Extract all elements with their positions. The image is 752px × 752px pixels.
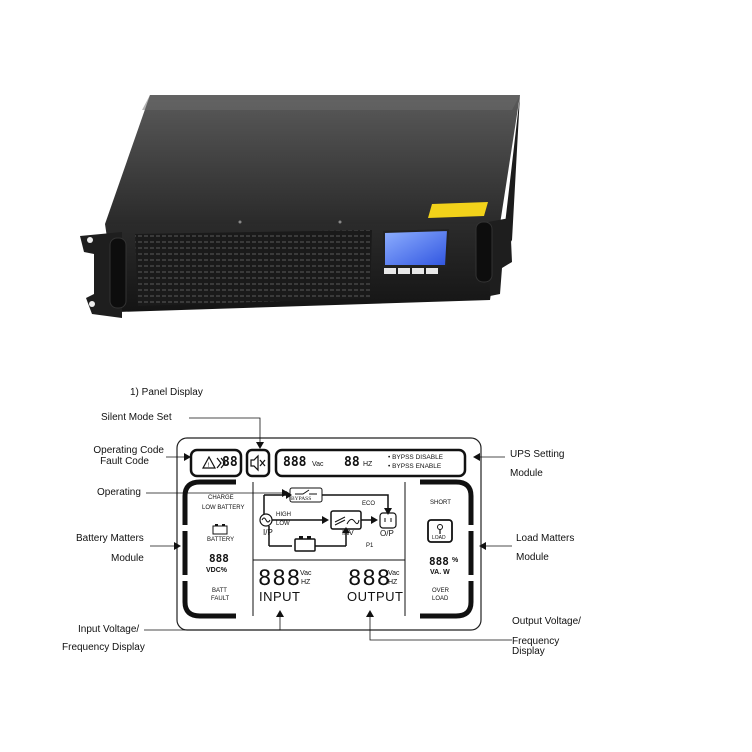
over-load-label: LOAD — [432, 596, 448, 603]
battery-flow-icon — [295, 539, 315, 551]
label-output-vf-1: Output Voltage/ — [512, 616, 581, 628]
label-battery-module: Module — [111, 553, 144, 565]
bypass-enable: • BYPSS ENABLE — [388, 463, 441, 470]
high-label: HIGH — [276, 512, 291, 519]
label-output-vf-3: Display — [512, 646, 545, 658]
inverter-box — [331, 511, 361, 529]
hz-digits: 88 — [344, 455, 360, 470]
inv-label: INV — [342, 530, 354, 537]
battery-icon — [213, 526, 227, 534]
charge-label: CHARGE — [208, 495, 234, 502]
eco-label: ECO — [362, 501, 375, 508]
batt-label: BATT — [212, 588, 227, 595]
load-digits: 888 — [429, 555, 449, 568]
battery-label: BATTERY — [207, 537, 234, 544]
bypass-label: BYPASS — [291, 496, 311, 503]
fault-label: FAULT — [211, 596, 229, 603]
hz-unit: HZ — [363, 461, 372, 468]
input-vac: Vac — [300, 570, 312, 577]
vdc-unit: VDC% — [206, 567, 227, 574]
op-label: O/P — [380, 530, 394, 537]
short-label: SHORT — [430, 500, 451, 507]
label-input-vf-1: Input Voltage/ — [78, 624, 139, 636]
output-vac: Vac — [388, 570, 400, 577]
input-label: INPUT — [259, 589, 301, 604]
label-battery-matters: Battery Matters — [76, 533, 144, 545]
label-operating: Operating — [97, 487, 141, 499]
label-load-module: Module — [516, 552, 549, 564]
label-ups-module: Module — [510, 468, 543, 480]
label-ups-setting: UPS Setting — [510, 449, 564, 461]
over-label: OVER — [432, 588, 449, 595]
low-battery-label: LOW BATTERY — [202, 505, 244, 512]
load-icon-label: LOAD — [432, 535, 446, 542]
panel-caption: 1) Panel Display — [130, 387, 203, 399]
speaker-mute-icon — [251, 456, 258, 470]
vac-digits: 888 — [283, 455, 306, 470]
vac-unit: Vac — [312, 461, 324, 468]
label-input-vf-2: Frequency Display — [62, 642, 145, 654]
output-hz: HZ — [388, 579, 397, 586]
output-label: OUTPUT — [347, 589, 403, 604]
label-load-matters: Load Matters — [516, 533, 574, 545]
code-digits: 88 — [222, 455, 238, 470]
ip-label: I/P — [263, 529, 273, 536]
label-fault-code: Fault Code — [60, 456, 149, 468]
va-w-label: VA. W — [430, 569, 450, 576]
leader-silent — [189, 418, 260, 446]
input-hz: HZ — [301, 579, 310, 586]
load-percent: % — [452, 557, 458, 564]
vdc-digits: 888 — [209, 552, 229, 565]
outlet-icon — [380, 513, 396, 528]
input-digits: 888 — [258, 566, 301, 590]
label-silent-mode: Silent Mode Set — [101, 412, 172, 424]
p1-label: P1 — [366, 543, 373, 550]
output-digits: 888 — [348, 566, 391, 590]
low-label: LOW — [276, 521, 290, 528]
bypass-disable: • BYPSS DISABLE — [388, 454, 443, 461]
